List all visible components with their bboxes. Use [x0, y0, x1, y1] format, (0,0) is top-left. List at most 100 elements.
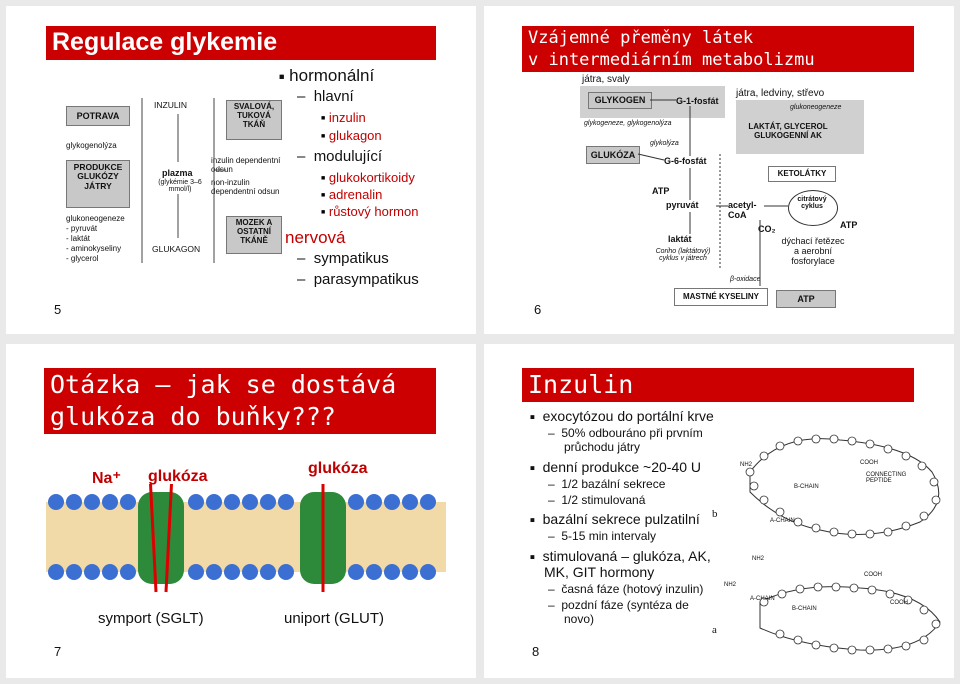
- bullet-item: ■ adrenalin: [321, 187, 383, 202]
- label-a-chain-bottom: A-CHAIN: [750, 596, 775, 602]
- bullet-item: ■ glukagon: [321, 128, 382, 143]
- membrane-illustration: [46, 484, 446, 593]
- slide-title-bar: Otázka – jak se dostává glukóza do buňky…: [44, 368, 436, 434]
- box-potrava: POTRAVA: [66, 106, 130, 126]
- label-na: Na⁺: [92, 470, 121, 487]
- page-number: 6: [534, 302, 542, 317]
- label-cooh-top: COOH: [860, 460, 878, 466]
- label-jatra-svaly: játra, svaly: [582, 74, 630, 85]
- label-plazma: plazma: [162, 168, 193, 178]
- label-co2: CO₂: [758, 224, 776, 234]
- label-jatra-ledviny: játra, ledviny, střevo: [736, 88, 825, 99]
- citrate-cycle: [788, 190, 838, 226]
- bullet-item: ■ denní produkce ~20-40 U: [530, 458, 702, 475]
- label-glukoneogeneze: glukoneogeneze: [790, 104, 842, 111]
- insulin-structure: b a NH2 COOH CONNECTING PEPTIDE B-CHAIN …: [712, 432, 952, 664]
- label-cooh-bottom: COOH: [864, 572, 882, 578]
- box-mozek: MOZEK A OSTATNÍ TKÁNĚ: [226, 216, 282, 254]
- label-glukoza-right: glukóza: [308, 460, 368, 477]
- bullet-item: ■ glukokortikoidy: [321, 170, 415, 185]
- label-cooh-bottom2: COOH: [890, 600, 908, 606]
- box-ketolatky: KETOLÁTKY: [768, 166, 836, 182]
- bullet-item: – modulující: [297, 148, 383, 165]
- label-laktat: laktát: [668, 234, 692, 244]
- page-number: 7: [54, 644, 62, 659]
- label-pyruvat: pyruvát: [666, 200, 699, 210]
- bullet-item: nervová: [285, 228, 346, 247]
- bullet-item: – parasympatikus: [297, 271, 419, 288]
- box-produkce: PRODUKCE GLUKÓZY JÁTRY: [66, 160, 130, 208]
- label-glykogenolyza: glykogenolýza: [66, 141, 117, 150]
- slide-title-bar: Vzájemné přeměny látek v intermediárním …: [522, 26, 914, 72]
- label-connecting: CONNECTING PEPTIDE: [866, 472, 907, 484]
- label-atp2: ATP: [840, 220, 858, 230]
- slide-title-line2: v intermediárním metabolizmu: [528, 50, 815, 70]
- metabolism-arrows: [637, 99, 788, 286]
- panel-right: [736, 100, 864, 154]
- bullet-item: – sympatikus: [297, 250, 389, 267]
- label-a: a: [712, 624, 717, 636]
- bullet-item: ■ exocytózou do portální krve: [530, 408, 714, 424]
- slide-title-line1: Vzájemné přeměny látek: [528, 28, 754, 48]
- bullet-item: – 5-15 min intervaly: [548, 529, 657, 544]
- label-g1f: G-1-fosfát: [676, 96, 719, 106]
- label-inzulin: INZULIN: [154, 100, 188, 110]
- glycemia-diagram: POTRAVA glykogenolýza PRODUKCE GLUKÓZY J…: [66, 98, 282, 268]
- label-dychaci: dýchací řetězec a aerobní fosforylace: [781, 236, 845, 266]
- label-b-chain-top: B-CHAIN: [794, 484, 819, 490]
- glukoneogeneze-list: glukoneogeneze - pyruvát - laktát - amin…: [66, 214, 125, 263]
- proinsulin-chain: [745, 434, 941, 655]
- box-glukoza: GLUKÓZA: [586, 146, 640, 164]
- label-glukoza-left: glukóza: [148, 468, 208, 485]
- label-non-inz: non-inzulin dependentní odsun: [211, 178, 280, 196]
- label-nh2-top: NH2: [740, 462, 753, 468]
- label-glukagon: GLUKAGON: [152, 244, 201, 254]
- slide-title-bar: Inzulin: [522, 368, 914, 402]
- page-number: 8: [532, 644, 540, 659]
- label-beta: β-oxidace: [730, 276, 761, 283]
- bullet-item: – pozdní fáze (syntéza de novo): [548, 598, 689, 627]
- slide-title-line1: Otázka – jak se dostává: [50, 370, 397, 399]
- label-laktat-glycerol: LAKTÁT, GLYCEROL GLUKOGENNÍ AK: [748, 122, 828, 140]
- label-glykogeneze: glykogeneze, glykogenolýza: [584, 120, 672, 127]
- label-citratovy: citrátový cyklus: [797, 196, 827, 210]
- slide-otazka: Otázka – jak se dostává glukóza do buňky…: [6, 344, 476, 678]
- slide-regulace-glykemie: Regulace glykemie POTRAVA glykogenolýza …: [6, 6, 476, 334]
- label-uniport: uniport (GLUT): [284, 610, 385, 627]
- box-svalova: SVALOVÁ, TUKOVÁ TKÁŇ: [226, 100, 282, 140]
- label-b-chain-bottom: B-CHAIN: [792, 606, 817, 612]
- bullet-item: ■ bazální sekrece pulzatilní: [530, 511, 700, 528]
- label-b: b: [712, 508, 718, 520]
- metabolism-diagram: játra, svaly GLYKOGEN G-1-fosfát glykoge…: [580, 72, 914, 308]
- bullet-item: ■ růstový hormon: [321, 204, 419, 219]
- bullet-item: – 1/2 bazální sekrece: [548, 476, 666, 491]
- bullet-item: ■ stimulovaná – glukóza, AK, MK, GIT hor…: [530, 548, 711, 581]
- bullet-list: ■ exocytózou do portální krve – 50% odbo…: [530, 408, 720, 627]
- bullet-item: – 1/2 stimulovaná: [548, 492, 646, 507]
- bullet-item: ■ hormonální: [279, 66, 375, 85]
- box-mastne: MASTNÉ KYSELINY: [674, 288, 768, 306]
- bullet-list: ■ hormonální – hlavní ■ inzulin ■ glukag…: [279, 66, 469, 292]
- diagram-lines: [141, 98, 226, 263]
- slide-title-bar: Regulace glykemie: [46, 26, 436, 60]
- label-nh2-bottom: NH2: [752, 556, 765, 562]
- box-atp3: ATP: [776, 290, 836, 308]
- bullet-item: – hlavní: [297, 88, 354, 105]
- slide-title-line2: glukóza do buňky???: [50, 402, 336, 431]
- label-a-chain-top: A-CHAIN: [770, 518, 795, 524]
- bullet-item: ■ inzulin: [321, 110, 366, 125]
- label-plazma-note: (glykémie 3–6 mmol/l): [158, 179, 202, 193]
- slide-title: Inzulin: [528, 370, 634, 399]
- label-nh2-bottom2: NH2: [724, 582, 737, 588]
- bullet-item: – 50% odbouráno při prvním průchodu játr…: [548, 426, 703, 454]
- page-number: 5: [54, 302, 62, 317]
- slide-metabolismus: Vzájemné přeměny látek v intermediárním …: [484, 6, 954, 334]
- label-glykolyza: glykolýza: [650, 140, 679, 147]
- label-acetyl: acetyl-CoA: [728, 200, 757, 220]
- slide-inzulin: Inzulin ■ exocytózou do portální krve – …: [484, 344, 954, 678]
- label-atp1: ATP: [652, 186, 670, 196]
- bullet-item: – časná fáze (hotový inzulin): [548, 582, 704, 597]
- slide-title: Regulace glykemie: [52, 28, 278, 56]
- label-g6f: G-6-fosfát: [664, 156, 707, 166]
- label-symport: symport (SGLT): [98, 610, 204, 627]
